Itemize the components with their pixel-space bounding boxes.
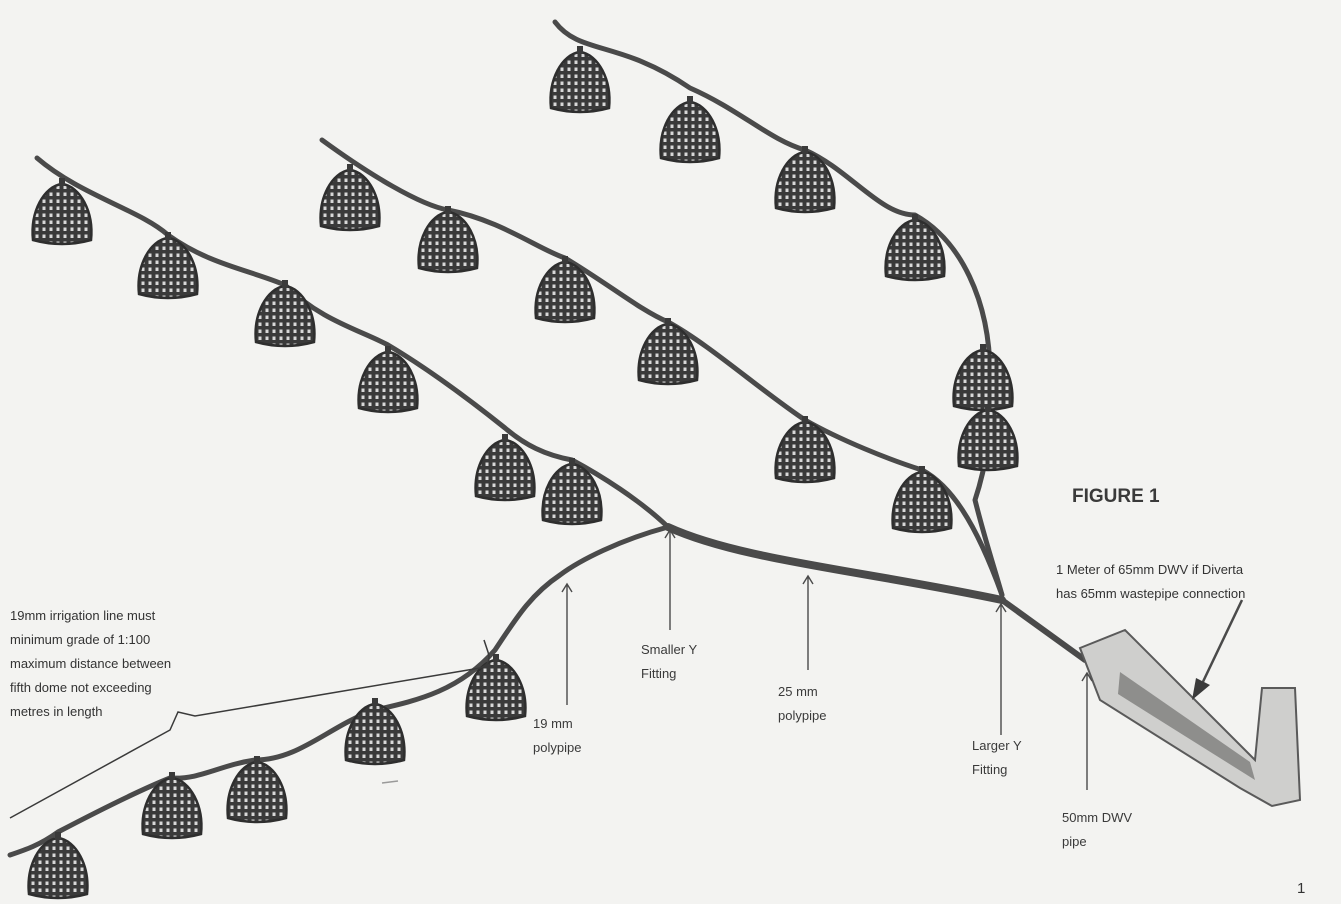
pipe-50mm-dwv	[1078, 628, 1302, 808]
label-line: pipe	[1062, 834, 1087, 849]
note-irrigation-line: 19mm irrigation line must minimum grade …	[10, 604, 171, 724]
dome	[534, 254, 596, 324]
label-line: polypipe	[778, 708, 827, 723]
scratch-mark	[381, 780, 399, 784]
label-smaller-y-fitting: Smaller Y Fitting	[641, 638, 697, 686]
note-line: has 65mm wastepipe connection	[1056, 586, 1246, 601]
dome	[884, 212, 946, 282]
pipe-elbow-shadow	[1118, 672, 1255, 780]
arrow-19mm	[561, 582, 573, 705]
dome	[891, 464, 953, 534]
polypipe-network	[7, 19, 1302, 858]
note-line: 19mm irrigation line must	[10, 608, 156, 623]
label-line: Fitting	[641, 666, 677, 681]
note-line: maximum distance between	[10, 656, 172, 671]
label-19mm-polypipe: 19 mm polypipe	[533, 712, 581, 760]
dome	[774, 414, 836, 484]
arrow-25mm	[802, 574, 814, 670]
label-line: 19 mm	[533, 716, 573, 731]
dome	[659, 94, 721, 164]
label-line: Fitting	[972, 762, 1008, 777]
figure-title: FIGURE 1	[1072, 486, 1160, 507]
dome	[137, 230, 199, 300]
note-line: minimum grade of 1:100	[10, 632, 151, 647]
label-line: 50mm DWV	[1062, 810, 1133, 825]
arrow-group	[561, 528, 1244, 790]
dome	[541, 456, 603, 526]
note-bracket	[9, 639, 490, 819]
arrow-larger-y	[995, 602, 1007, 735]
dome-group	[27, 44, 1019, 900]
note-line: fifth dome not exceeding	[10, 680, 152, 695]
dome	[957, 402, 1019, 472]
dome	[774, 144, 836, 214]
label-line: 25 mm	[778, 684, 818, 699]
label-line: Larger Y	[972, 738, 1022, 753]
label-larger-y-fitting: Larger Y Fitting	[972, 734, 1022, 782]
dome	[549, 44, 611, 114]
arrow-50mm	[1081, 671, 1093, 790]
dome	[637, 316, 699, 386]
arrow-smaller-y	[664, 528, 676, 630]
dome	[344, 696, 406, 766]
pipe-25mm-main	[664, 523, 1006, 604]
arrow-65mm	[1198, 599, 1244, 689]
pipe-65mm-dwv	[999, 597, 1088, 663]
label-25mm-polypipe: 25 mm polypipe	[778, 680, 826, 728]
arrowhead-65mm	[1192, 678, 1210, 700]
pipe-19mm-line	[7, 524, 671, 858]
page-number: 1	[1297, 880, 1306, 897]
note-wastepipe: 1 Meter of 65mm DWV if Diverta has 65mm …	[1056, 558, 1245, 606]
dome	[952, 342, 1014, 412]
label-line: polypipe	[533, 740, 582, 755]
label-line: Smaller Y	[641, 642, 698, 657]
dome	[141, 770, 203, 840]
note-line: 1 Meter of 65mm DWV if Diverta	[1056, 562, 1244, 577]
dome	[465, 652, 527, 722]
dome	[254, 278, 316, 348]
label-50mm-dwv-pipe: 50mm DWV pipe	[1062, 806, 1132, 854]
note-line: metres in length	[10, 704, 103, 719]
